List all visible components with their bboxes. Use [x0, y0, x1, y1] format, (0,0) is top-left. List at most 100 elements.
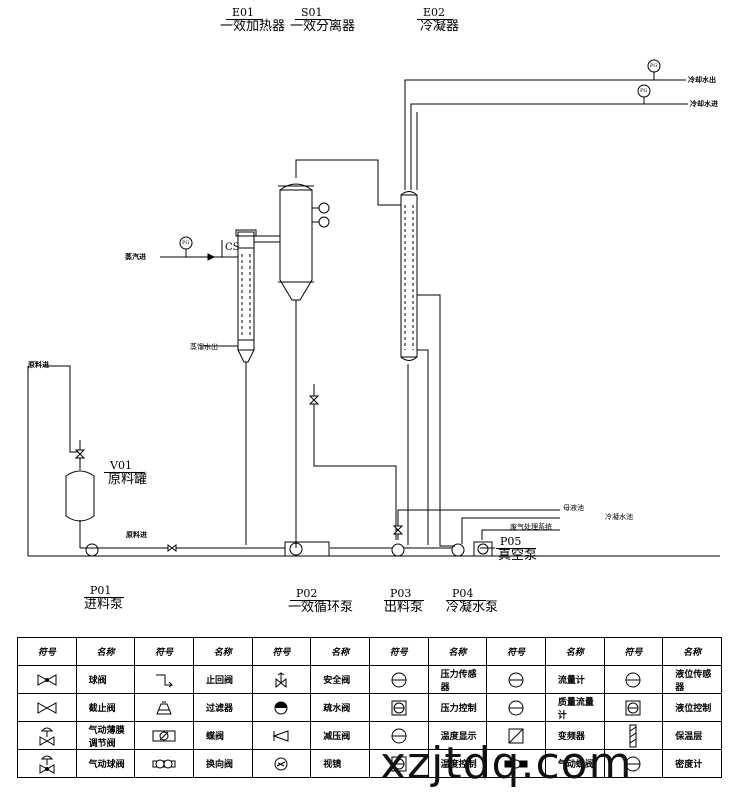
v01-name: 原料罐 — [108, 472, 148, 487]
legend-name: 气动蝶阀 — [544, 749, 605, 778]
p05-name: 真空泵 — [498, 548, 538, 563]
flow-meter-icon — [486, 665, 546, 694]
e02-code: E02 — [423, 6, 446, 19]
tank-v01 — [27, 365, 95, 556]
legend-name: 视镜 — [310, 749, 370, 778]
p01-code: P01 — [90, 584, 112, 597]
heater-e01 — [235, 229, 280, 545]
legend-row: 截止阀 过滤器 疏水阀 压力控制 质量流量计 液位控制 — [17, 693, 722, 722]
separator-s01 — [278, 159, 401, 545]
legend-header-name: 名称 — [75, 637, 136, 666]
symbol-legend-table: 符号 名称 符号 名称 符号 名称 符号 名称 符号 名称 符号 名称 球阀 止… — [17, 637, 722, 778]
process-lines — [80, 384, 560, 549]
legend-name: 流量计 — [544, 665, 605, 694]
pump-p02 — [284, 541, 330, 557]
legend-name: 球阀 — [75, 665, 136, 694]
p02-code: P02 — [296, 587, 318, 600]
p04-code-underline — [446, 600, 486, 601]
legend-row: 球阀 止回阀 安全阀 压力传感器 流量计 液位传感器 — [17, 665, 722, 694]
pump-p03 — [391, 543, 405, 557]
legend-header-name: 名称 — [662, 637, 722, 666]
density-meter-icon — [603, 749, 664, 778]
cs-label: CS — [225, 242, 240, 253]
p01-name: 进料泵 — [84, 597, 124, 612]
legend-header-name: 名称 — [544, 637, 605, 666]
v01-code: V01 — [110, 459, 132, 472]
legend-name: 气动球阀 — [75, 749, 136, 778]
legend-name: 保温层 — [662, 721, 722, 750]
steam-trap-icon — [251, 693, 312, 722]
e01-name: 一效加热器 — [220, 19, 286, 34]
legend-name: 换向阀 — [192, 749, 253, 778]
steam-in-label: 蒸汽进 — [125, 252, 146, 261]
sight-glass-icon — [251, 749, 312, 778]
legend-name: 蝶阀 — [192, 721, 253, 750]
temperature-control-icon — [368, 749, 429, 778]
legend-name: 液位传感器 — [662, 665, 722, 694]
pressure-sensor-icon — [368, 665, 429, 694]
check-valve-icon — [134, 665, 194, 694]
legend-header-name: 名称 — [310, 637, 370, 666]
steam-line — [160, 240, 238, 347]
p03-code-underline — [384, 600, 424, 601]
mother-pool-label: 母液池 — [563, 504, 584, 512]
valves — [74, 395, 404, 552]
legend-header-name: 名称 — [427, 637, 488, 666]
temperature-display-icon — [368, 721, 429, 750]
pump-p05 — [473, 541, 493, 557]
condenser-e02 — [400, 191, 455, 547]
safety-valve-icon — [251, 665, 312, 694]
mass-flow-meter-icon — [486, 693, 546, 722]
cooling-water-in-label: 冷却水进 — [690, 99, 718, 108]
feed-in-top-label: 原料进 — [28, 360, 49, 369]
feed-in-mid-label: 原料进 — [126, 530, 147, 539]
butterfly-valve-icon — [134, 721, 194, 750]
ball-valve-icon — [17, 665, 77, 694]
s01-code: S01 — [301, 6, 323, 19]
p02-name: 一效循环泵 — [288, 600, 354, 615]
p05-code-underline — [496, 548, 536, 549]
p03-code: P03 — [390, 587, 412, 600]
cooling-water-out-label: 冷却水出 — [688, 75, 716, 84]
legend-header-symbol: 符号 — [134, 637, 194, 666]
legend-name: 密度计 — [662, 749, 722, 778]
p02-code-underline — [290, 600, 330, 601]
p01-code-underline — [84, 597, 124, 598]
e01-code-underline — [226, 19, 262, 20]
watermark: xzjtdq.com — [380, 738, 633, 789]
legend-name: 减压阀 — [310, 721, 370, 750]
pg-label-cooling-in: PG — [640, 88, 648, 94]
diverter-valve-icon — [134, 749, 194, 778]
legend-header-name: 名称 — [192, 637, 253, 666]
legend-name: 气动薄膜调节阀 — [75, 721, 136, 750]
level-control-icon — [603, 693, 664, 722]
legend-header-row: 符号 名称 符号 名称 符号 名称 符号 名称 符号 名称 符号 名称 — [17, 637, 722, 666]
legend-name: 疏水阀 — [310, 693, 370, 722]
v01-code-underline — [104, 472, 144, 473]
p03-name: 出料泵 — [384, 600, 424, 615]
p04-name: 冷凝水泵 — [446, 600, 499, 615]
e01-code: E01 — [232, 6, 255, 19]
pneumatic-diaphragm-valve-icon — [17, 721, 77, 750]
pneumatic-ball-valve-icon — [17, 749, 77, 778]
e02-code-underline — [417, 19, 453, 20]
s01-code-underline — [295, 19, 331, 20]
legend-name: 液位控制 — [662, 693, 722, 722]
filter-icon — [134, 693, 194, 722]
legend-row: 气动球阀 换向阀 视镜 温度控制 气动蝶阀 密度计 — [17, 749, 722, 778]
legend-name: 止回阀 — [192, 665, 253, 694]
legend-name: 压力传感器 — [427, 665, 488, 694]
legend-name: 温度显示 — [427, 721, 488, 750]
legend-header-symbol: 符号 — [17, 637, 77, 666]
exhaust-label: 废气处理系统 — [510, 523, 552, 531]
condensate-out-label: 蒸馏水出 — [190, 343, 218, 351]
e02-name: 冷凝器 — [420, 19, 460, 34]
process-diagram — [27, 59, 720, 557]
pump-p04 — [451, 543, 465, 557]
pg-label-steam: PG — [182, 240, 190, 246]
pressure-gauges — [179, 59, 661, 250]
s01-name: 一效分离器 — [290, 19, 356, 34]
pressure-control-icon — [368, 693, 429, 722]
legend-name: 温度控制 — [427, 749, 488, 778]
legend-header-symbol: 符号 — [486, 637, 546, 666]
